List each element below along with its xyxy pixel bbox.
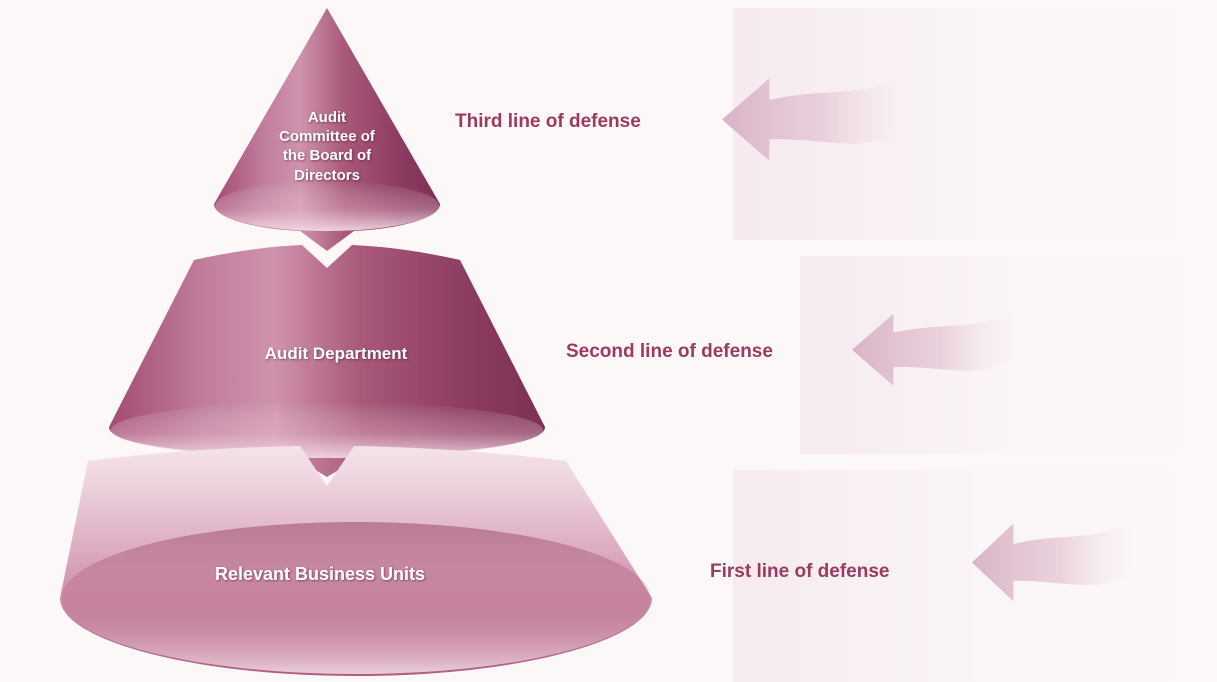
defense-line-label-second: Second line of defense	[566, 341, 773, 362]
pyramid-tier-middle-rim	[111, 402, 543, 458]
first-line-arrow-icon	[972, 519, 1134, 602]
second-line-arrow-icon	[852, 310, 1014, 386]
pyramid-tier-bottom-base	[62, 522, 650, 674]
defense-line-label-first: First line of defense	[710, 561, 890, 582]
defense-line-label-third: Third line of defense	[455, 111, 641, 132]
third-line-arrow-icon	[722, 74, 908, 161]
tier-label-business-units: Relevant Business Units	[214, 564, 426, 584]
tier-label-audit-committee: Audit Committee of the Board of Director…	[279, 109, 375, 184]
pyramid-tier-top-rim	[215, 181, 439, 231]
tier-label-audit-department: Audit Department	[264, 344, 408, 363]
